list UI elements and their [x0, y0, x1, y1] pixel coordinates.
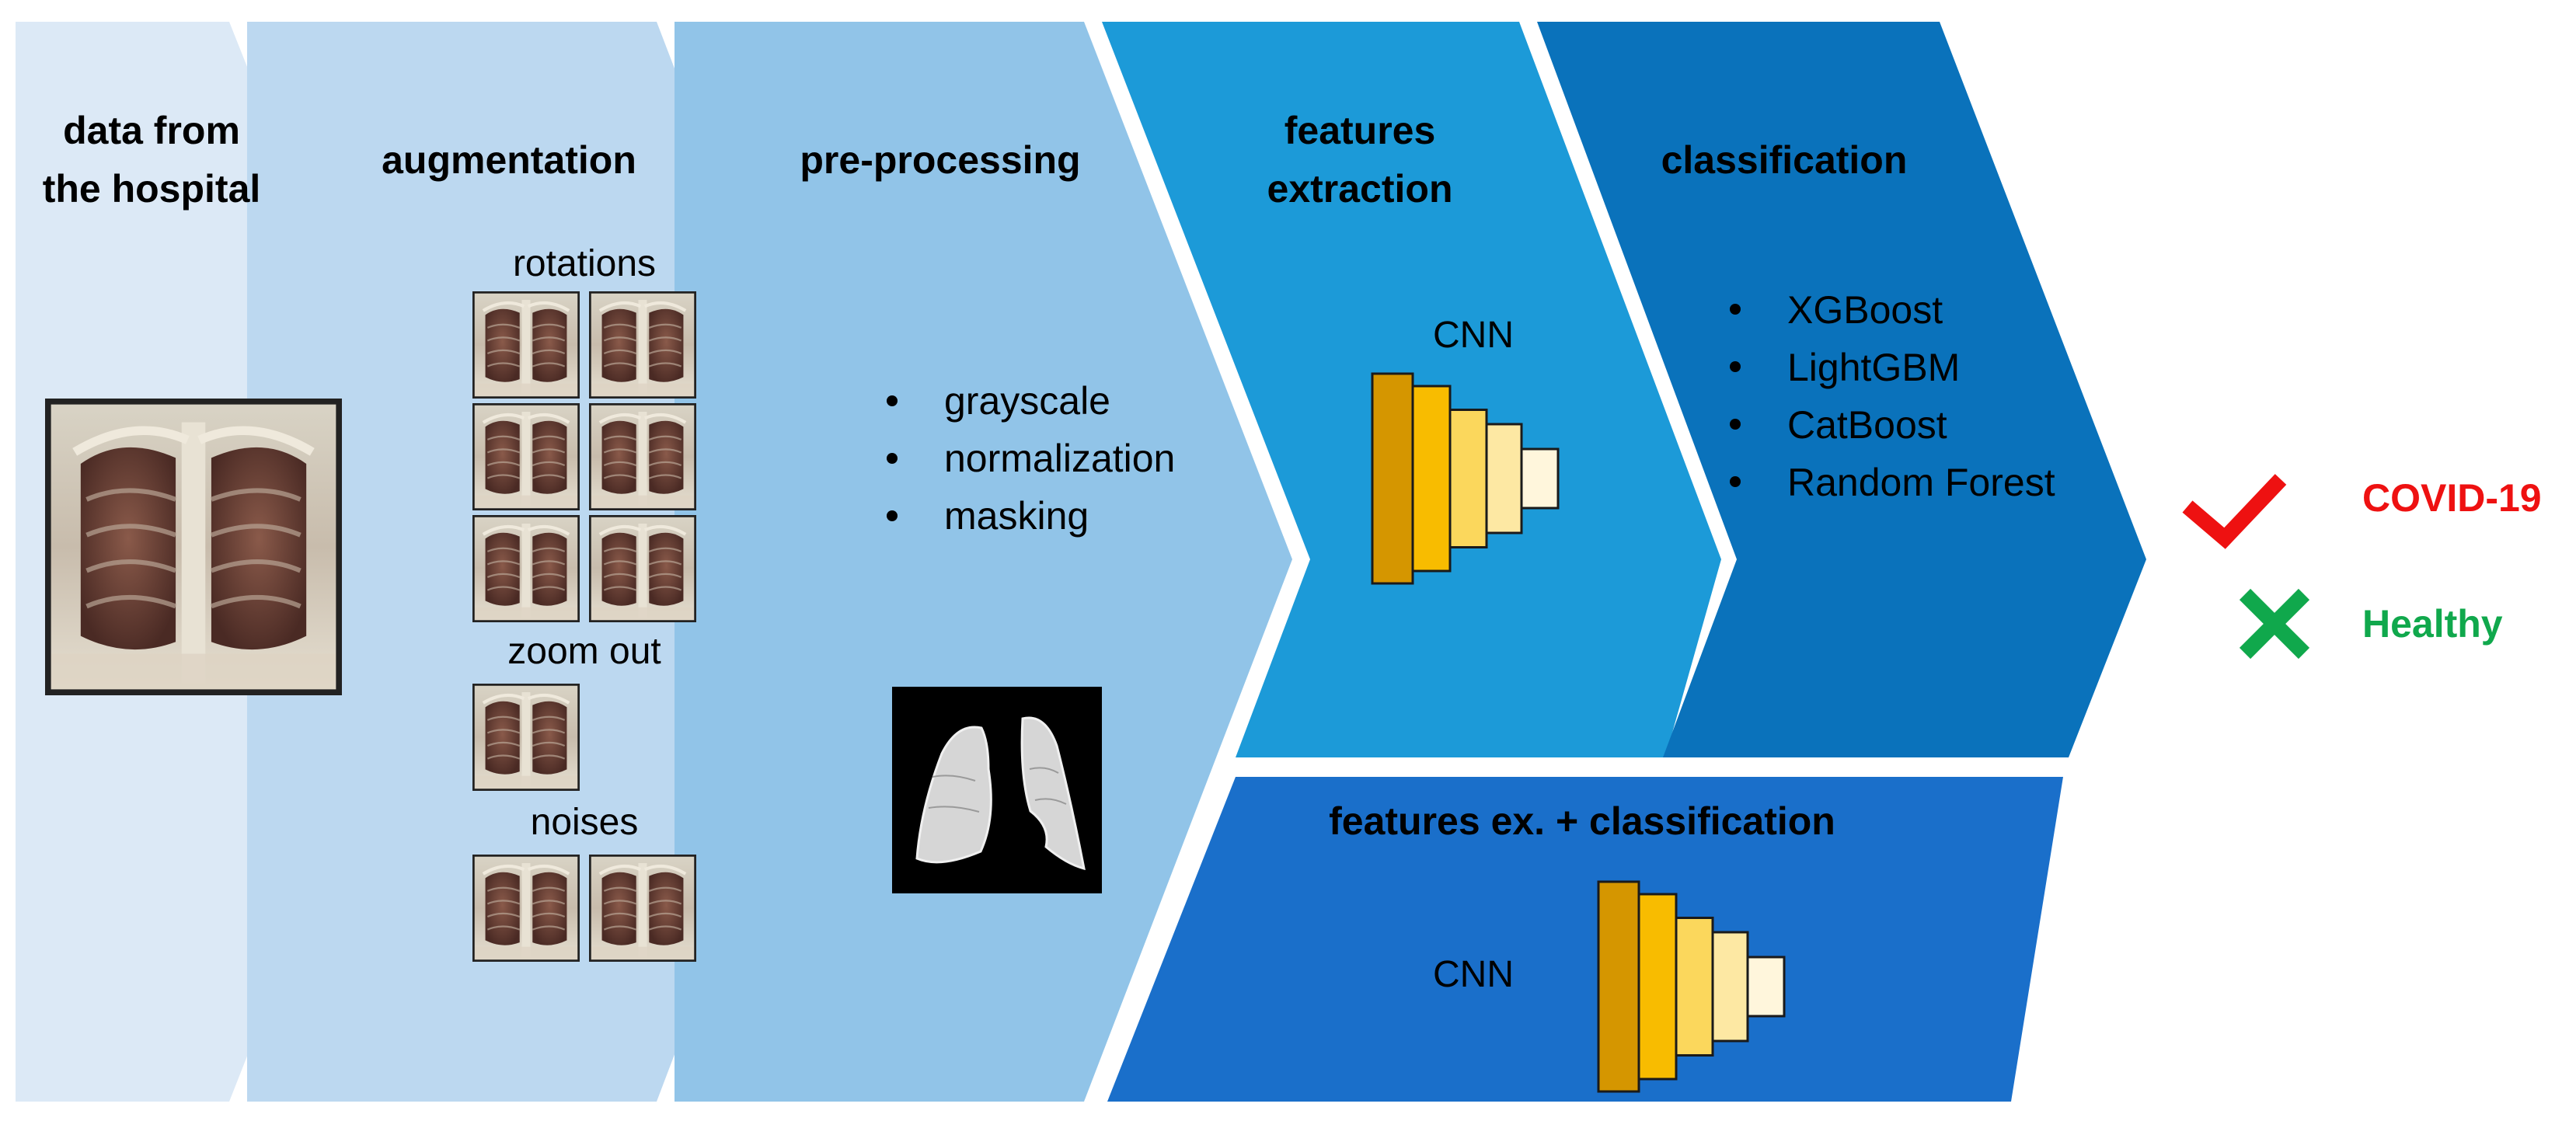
stage-data-title-line-1: data from [63, 109, 240, 152]
rotated-xray-thumbnail [589, 515, 696, 622]
rotated-xray-thumbnail [589, 291, 696, 399]
features-cnn-label: CNN [1433, 315, 1514, 356]
combined-cnn-label: CNN [1433, 954, 1514, 995]
stage-classification-background [1537, 22, 2146, 757]
stage-combined-title: features ex. + classification [1329, 799, 1835, 843]
preprocessing-list: grayscale normalization masking [887, 379, 1175, 538]
outcome-healthy-label: Healthy [2362, 602, 2503, 646]
chest-xray-image [45, 399, 342, 695]
rotated-xray-thumbnail [472, 291, 580, 399]
stage-features-title-line-1: features [1285, 109, 1436, 152]
check-icon [2182, 474, 2287, 549]
outcome-healthy: Healthy [2239, 588, 2503, 660]
stage-combined-background [1107, 777, 2063, 1102]
cnn-layer [1485, 423, 1523, 534]
rotated-xray-thumbnail [472, 515, 580, 622]
bullet-icon [1730, 304, 1741, 315]
stage-preprocessing-background [675, 22, 1292, 1102]
cnn-layers-icon [1597, 880, 1786, 1093]
classifier-item: Random Forest [1787, 461, 2055, 504]
cnn-layer [1675, 917, 1714, 1057]
cnn-layer [1637, 893, 1678, 1081]
bullet-icon [887, 510, 898, 521]
stage-data-title-line-2: the hospital [43, 167, 261, 211]
augmentation-group-noises-label: noises [531, 802, 639, 843]
cross-icon [2239, 588, 2310, 660]
classifier-item: XGBoost [1787, 288, 1943, 332]
stage-classification-title: classification [1661, 138, 1908, 182]
cnn-layer [1448, 409, 1488, 548]
masked-lungs-image [892, 687, 1102, 893]
cnn-layer [1411, 385, 1452, 573]
zoomed-out-xray-thumbnail [472, 684, 580, 791]
cnn-layer [1520, 447, 1560, 510]
preprocessing-item: grayscale [944, 379, 1110, 423]
stage-augmentation-title: augmentation [382, 138, 636, 182]
bullet-icon [887, 453, 898, 464]
noisy-xray-thumbnail [472, 855, 580, 962]
classifier-item: LightGBM [1787, 346, 1960, 389]
cnn-layer [1711, 931, 1749, 1043]
preprocessing-item: masking [944, 494, 1089, 538]
bullet-icon [1730, 476, 1741, 487]
cnn-layers-icon [1371, 372, 1560, 585]
rotated-xray-thumbnail [472, 403, 580, 510]
stage-preprocessing-title: pre-processing [800, 138, 1080, 182]
bullet-icon [887, 395, 898, 406]
stage-features-title-line-2: extraction [1267, 167, 1453, 211]
classifier-item: CatBoost [1787, 403, 1947, 447]
augmentation-group-zoom-out-label: zoom out [507, 631, 661, 672]
augmentation-group-rotations-label: rotations [513, 243, 656, 284]
bullet-icon [1730, 419, 1741, 430]
preprocessing-item: normalization [944, 437, 1175, 480]
cnn-layer [1371, 372, 1414, 585]
outcome-covid: COVID-19 [2182, 474, 2542, 549]
outcome-covid-label: COVID-19 [2362, 476, 2542, 520]
classifier-list: XGBoost LightGBM CatBoost Random Forest [1730, 288, 2055, 504]
rotated-xray-thumbnail [589, 403, 696, 510]
cnn-layer [1746, 956, 1786, 1018]
cnn-layer [1597, 880, 1640, 1093]
bullet-icon [1730, 361, 1741, 372]
noisy-xray-thumbnail [589, 855, 696, 962]
